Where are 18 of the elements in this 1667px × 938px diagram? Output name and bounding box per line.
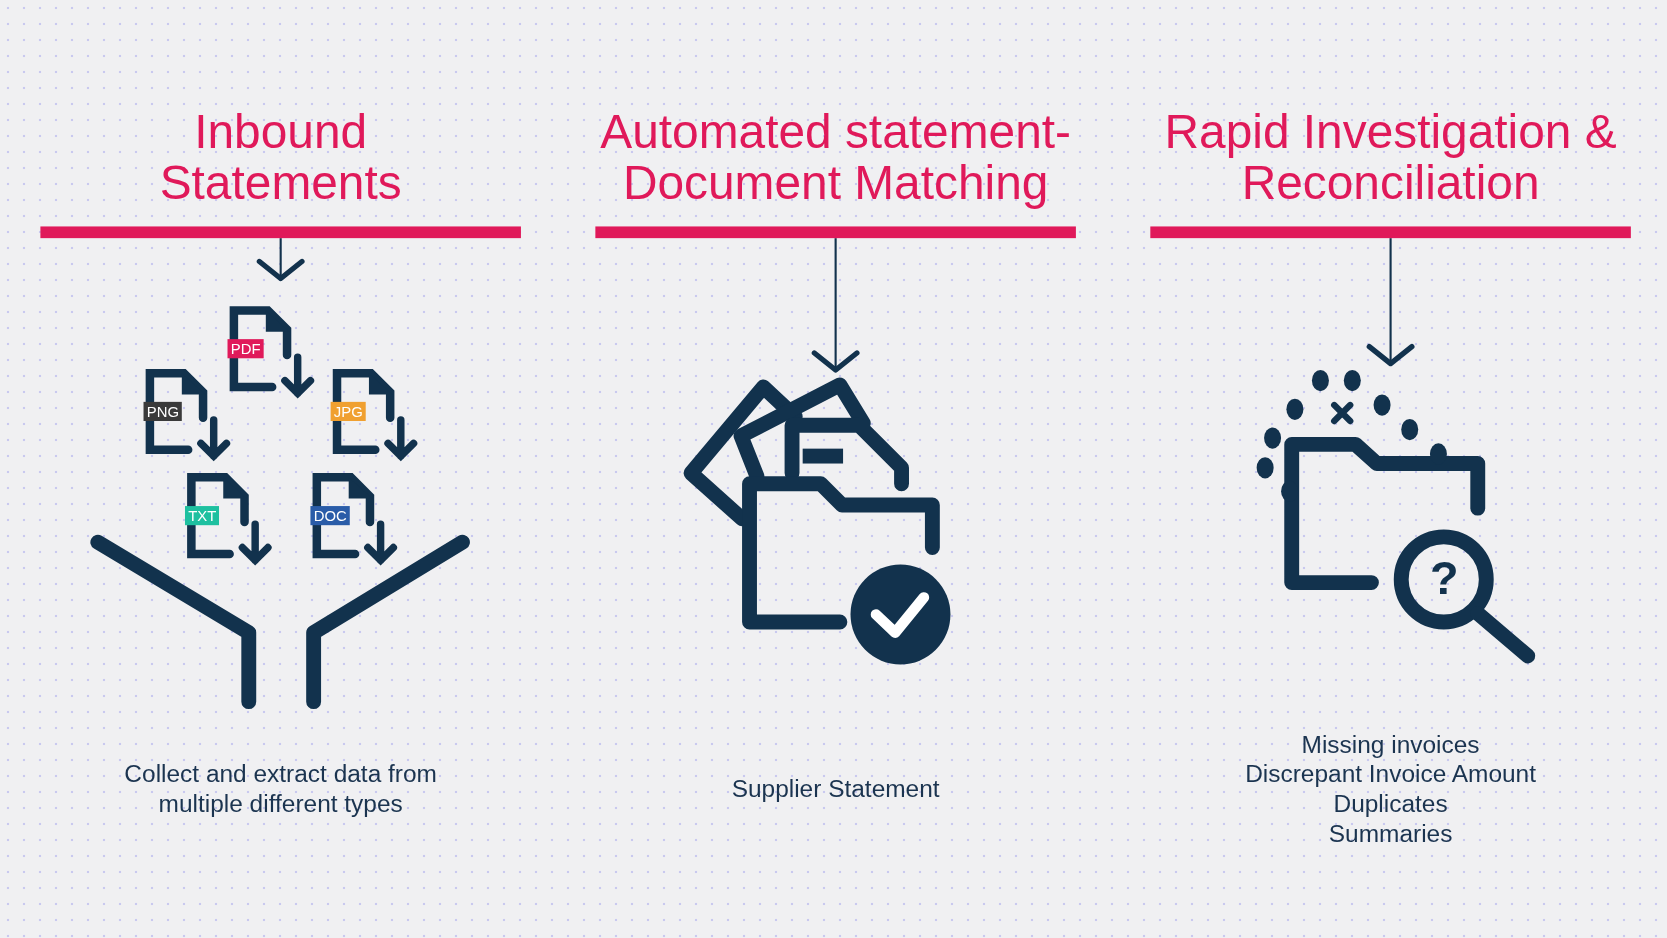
- file-type-tag: TXT: [185, 506, 220, 526]
- question-mark: ?: [1429, 554, 1459, 602]
- file-type-tag: PDF: [227, 339, 264, 359]
- caption-text: Summaries: [1327, 818, 1454, 849]
- chevron-arrow: [811, 238, 860, 373]
- caption-text: Missing invoices: [1300, 729, 1481, 760]
- caption-text: Duplicates: [1332, 788, 1449, 819]
- caption-text: Collect and extract data from multiple different types: [123, 759, 438, 819]
- column-heading: Automated statement-Document Matching: [599, 106, 1072, 209]
- column-heading: Inbound Statements: [158, 106, 403, 209]
- file-type-tag: JPG: [330, 401, 366, 421]
- chevron-arrow: [1366, 238, 1415, 367]
- caption-text: Discrepant Invoice Amount: [1244, 759, 1537, 789]
- chevron-arrow: [256, 238, 305, 282]
- file-type-tag: DOC: [310, 506, 350, 526]
- caption-text: Supplier Statement: [730, 774, 941, 804]
- column-heading: Rapid Investigation & Reconciliation: [1163, 106, 1618, 209]
- file-type-tag: PNG: [143, 401, 183, 421]
